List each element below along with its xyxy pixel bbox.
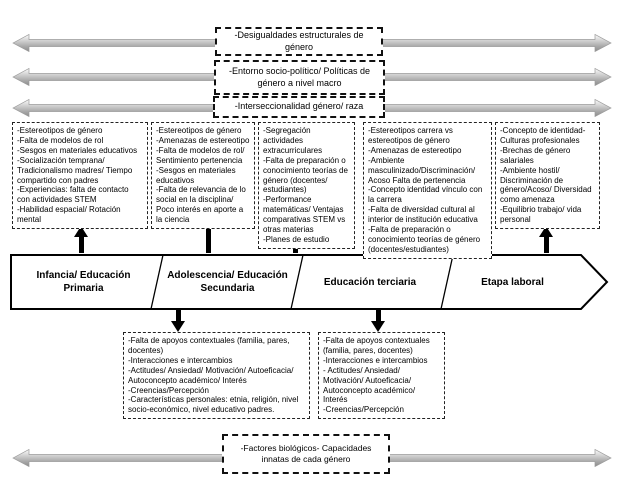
factor-item: -Estereotipos de género bbox=[156, 126, 242, 135]
factor-item: - Actitudes/ Ansiedad/ Motivación/ Autoe… bbox=[323, 365, 416, 405]
arrow-shaft bbox=[543, 235, 549, 253]
factor-item: -Interacciones e intercambios bbox=[323, 355, 428, 365]
arrow-shaft bbox=[205, 226, 211, 253]
factor-item: -Características personales: etnia, reli… bbox=[128, 395, 299, 415]
arrow-head bbox=[74, 226, 88, 237]
factor-item: -Socialización temprana/ Tradicionalismo… bbox=[17, 155, 133, 185]
factor-item: -Falta de relevancia de lo social en la … bbox=[156, 185, 246, 225]
factor-item: -Estereotipos carrera vs estereotipos de… bbox=[368, 126, 453, 145]
stage-factors-box-secondary-curriculum: -Segregación actividades extracurricular… bbox=[258, 122, 355, 249]
factor-item: -Actitudes/ Ansiedad/ Motivación/ Autoef… bbox=[128, 365, 294, 385]
factor-item: -Falta de preparación o conocimiento teo… bbox=[368, 225, 481, 254]
factor-item: -Sesgos en materiales educativos bbox=[17, 145, 138, 155]
factor-item: -Falta de diversidad cultural al interio… bbox=[368, 205, 478, 225]
factor-item: -Falta de apoyos contextuales (familia, … bbox=[323, 336, 430, 355]
arrow-shaft bbox=[375, 310, 381, 323]
stage-factors-box-primary: -Estereotipos de género-Falta de modelos… bbox=[12, 122, 148, 230]
factor-item: -Experiencias: falta de contacto con act… bbox=[17, 185, 129, 205]
support-factors-box-tertiary: -Falta de apoyos contextuales (familia, … bbox=[318, 332, 445, 420]
factor-item: -Amenazas de estereotipo bbox=[156, 135, 250, 145]
factor-item: -Concepto identidad vínculo con la carre… bbox=[368, 185, 483, 205]
factor-item: -Performance matemáticas/ Ventajas compa… bbox=[263, 195, 346, 235]
factor-item: -Segregación actividades extracurricular… bbox=[263, 126, 323, 155]
factor-item: -Amenazas de estereotipo bbox=[368, 145, 462, 155]
stage-factors-box-work: -Concepto de identidad- Culturas profesi… bbox=[495, 122, 600, 230]
arrow-head bbox=[371, 321, 385, 332]
biological-factor-box: -Factores biológicos- Capacidades innata… bbox=[222, 434, 390, 474]
support-factors-box-secondary: -Falta de apoyos contextuales (familia, … bbox=[123, 332, 310, 420]
macro-factor-label: -Entorno socio-político/ Políticas de gé… bbox=[228, 66, 371, 88]
down-arrow-icon bbox=[171, 310, 185, 332]
stage-factors-box-tertiary: -Estereotipos carrera vs estereotipos de… bbox=[363, 122, 492, 259]
factor-item: -Falta de modelos de rol/ Sentimiento pe… bbox=[156, 145, 245, 165]
factor-item: -Estereotipos de género bbox=[17, 126, 103, 135]
macro-factor-label: -Interseccionalidad género/ raza bbox=[234, 101, 364, 112]
stage-label: Infancia/ Educación Primaria bbox=[36, 270, 131, 294]
timeline-stage-primary: Infancia/ Educación Primaria bbox=[22, 260, 145, 304]
arrow-head bbox=[539, 226, 553, 237]
up-arrow-icon bbox=[74, 226, 88, 253]
stage-factors-box-secondary: -Estereotipos de género-Amenazas de este… bbox=[151, 122, 255, 230]
biological-factor-label: -Factores biológicos- Capacidades innata… bbox=[240, 442, 372, 464]
factor-item: -Habilidad espacial/ Rotación mental bbox=[17, 205, 121, 225]
stage-label: Educación terciaria bbox=[323, 276, 417, 288]
macro-factor-box-sociopolitical: -Entorno socio-político/ Políticas de gé… bbox=[214, 60, 385, 95]
factor-item: -Falta de preparación o conocimiento teo… bbox=[263, 155, 348, 195]
stage-label: Adolescencia/ Educación Secundaria bbox=[167, 270, 288, 294]
arrow-head bbox=[171, 321, 185, 332]
arrow-shaft bbox=[78, 235, 84, 253]
timeline-stage-secondary: Adolescencia/ Educación Secundaria bbox=[165, 260, 290, 304]
factor-item: -Sesgos en materiales educativos bbox=[156, 165, 236, 185]
factor-item: -Falta de modelos de rol bbox=[17, 135, 104, 145]
stage-label: Etapa laboral bbox=[481, 276, 544, 288]
factor-item: -Creencias/Percepción bbox=[128, 385, 209, 395]
down-arrow-icon bbox=[371, 310, 385, 332]
factor-item: -Ambiente masculinizado/Discriminación/ … bbox=[368, 155, 476, 185]
timeline-stage-work: Etapa laboral bbox=[450, 260, 575, 304]
factor-item: -Planes de estudio bbox=[263, 234, 330, 244]
macro-factor-box-intersectionality: -Interseccionalidad género/ raza bbox=[213, 96, 385, 118]
macro-factor-box-structural-inequality: -Desigualdades estructurales de género bbox=[215, 27, 383, 56]
macro-factor-label: -Desigualdades estructurales de género bbox=[234, 30, 364, 52]
factor-item: -Interacciones e intercambios bbox=[128, 355, 233, 365]
timeline-stage-tertiary: Educación terciaria bbox=[310, 260, 430, 304]
up-arrow-icon bbox=[539, 226, 553, 253]
factor-item: -Ambiente hostil/ Discriminación de géne… bbox=[500, 165, 592, 205]
factor-item: -Falta de apoyos contextuales (familia, … bbox=[128, 336, 290, 355]
arrow-shaft bbox=[175, 310, 181, 323]
factor-item: -Creencias/Percepción bbox=[323, 405, 404, 415]
factor-item: -Brechas de género salariales bbox=[500, 145, 571, 165]
factor-item: -Equilibrio trabajo/ vida personal bbox=[500, 205, 582, 225]
factor-item: -Concepto de identidad- Culturas profesi… bbox=[500, 126, 586, 145]
